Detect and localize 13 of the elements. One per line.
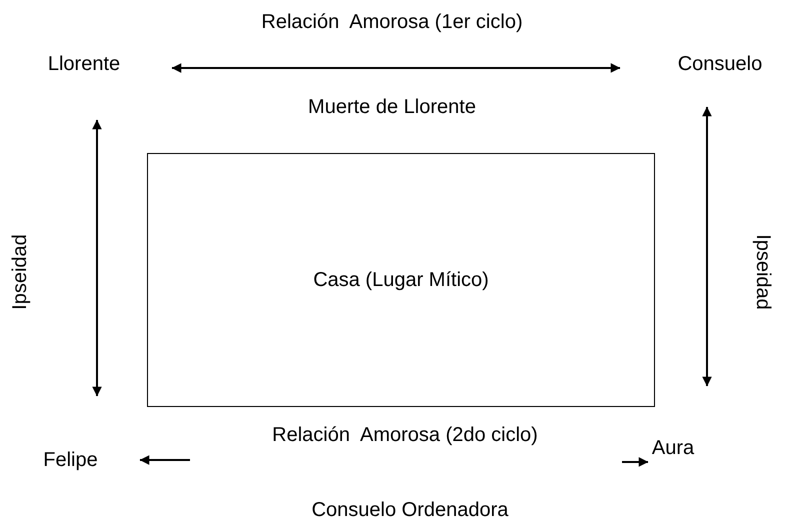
edge-label: Ipseidad xyxy=(752,234,774,310)
edge-label: Relación Amorosa (1er ciclo) xyxy=(261,11,523,33)
arrow xyxy=(622,457,648,467)
arrow xyxy=(92,120,102,396)
relation-label: Consuelo Ordenadora xyxy=(312,499,508,521)
place-label: Casa (Lugar Mítico) xyxy=(313,268,489,292)
house-box xyxy=(147,153,655,407)
edge-label: Ipseidad xyxy=(9,234,31,310)
arrow xyxy=(172,63,620,73)
relation-label: Muerte de Llorente xyxy=(308,96,476,118)
relation-label: Relación Amorosa (2do ciclo) xyxy=(272,424,538,446)
arrow xyxy=(702,106,712,386)
arrow xyxy=(140,455,190,465)
